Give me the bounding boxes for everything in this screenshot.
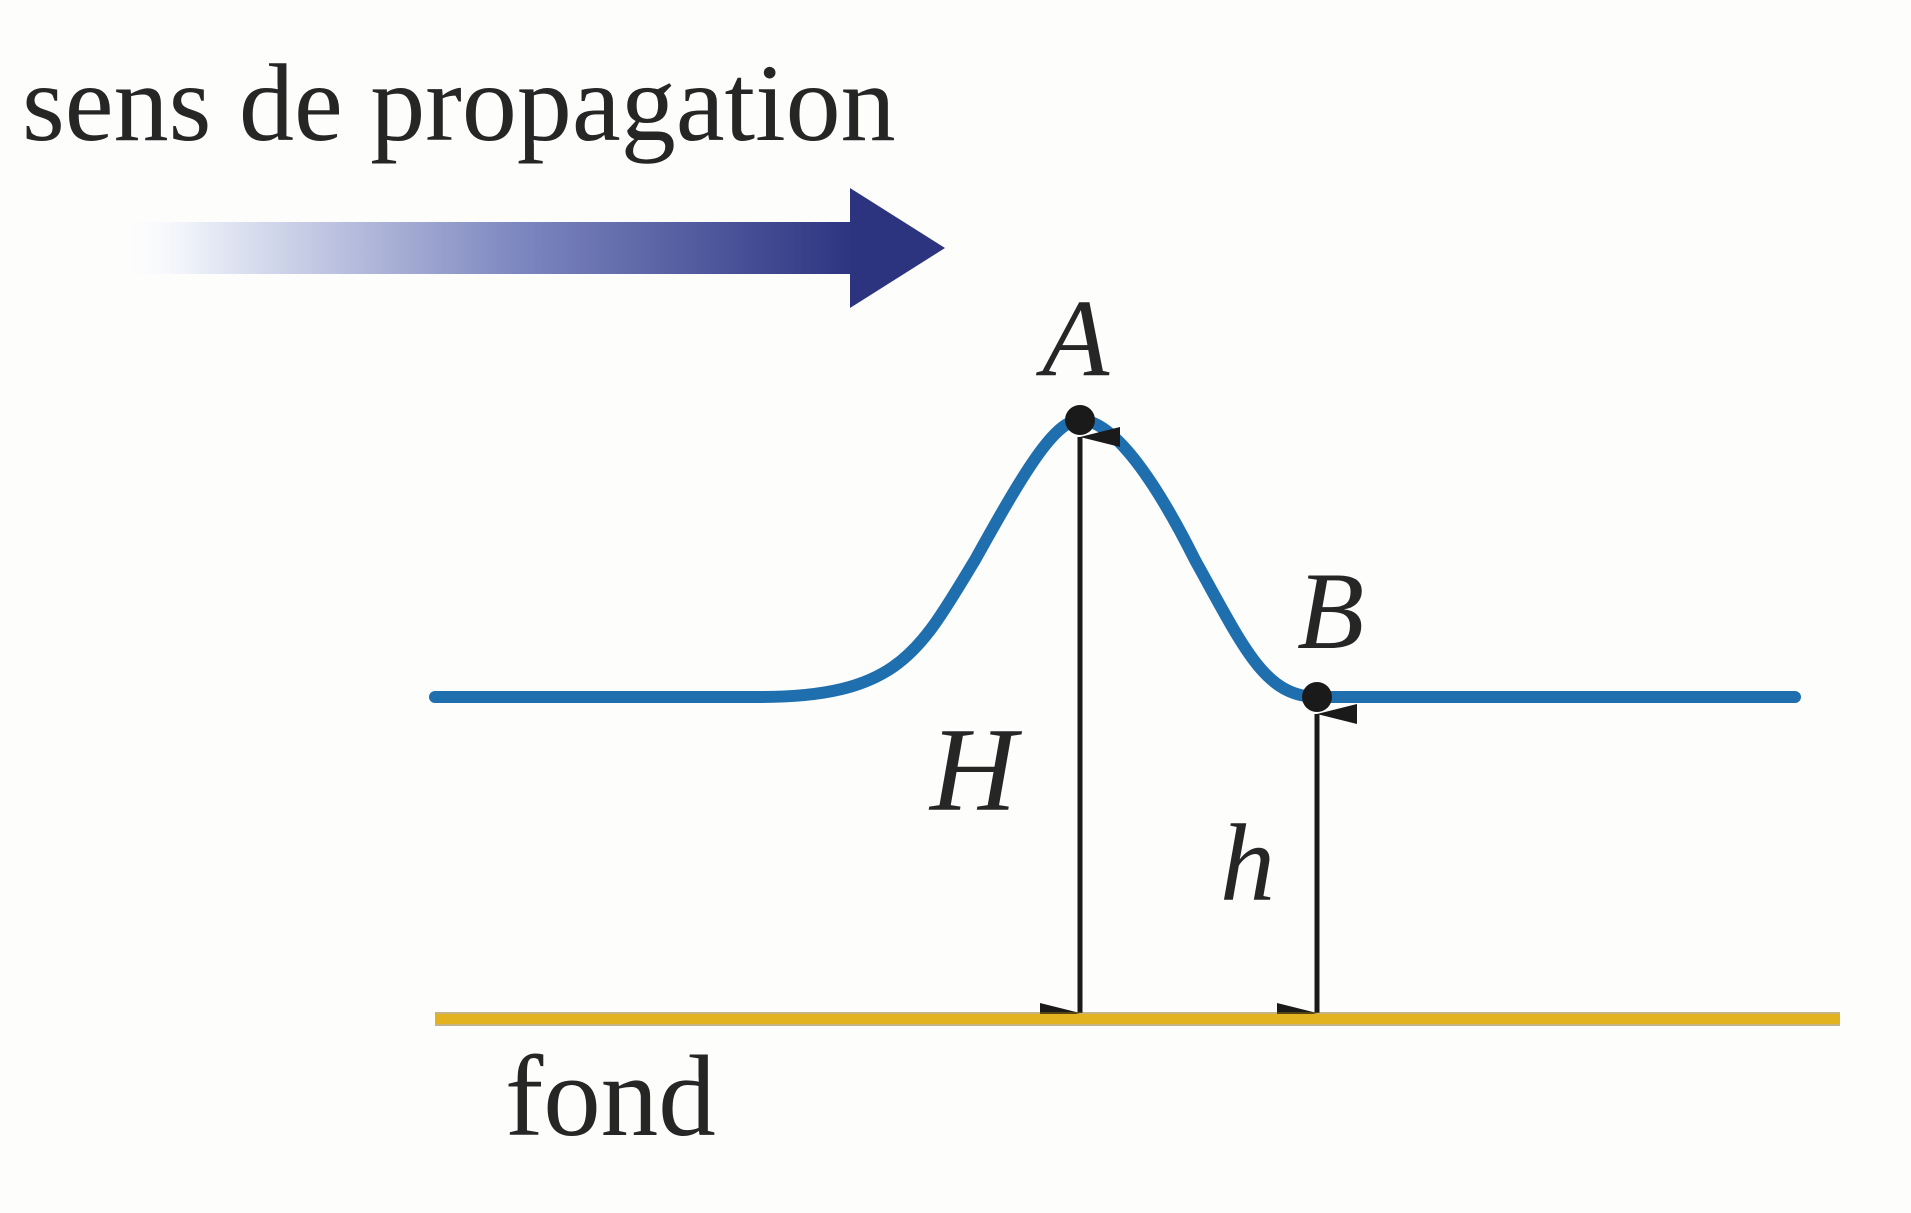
point-a-marker [1065, 405, 1095, 435]
bottom-line [435, 1012, 1840, 1026]
wave-surface [429, 414, 1801, 703]
height-h-label: h [1220, 802, 1275, 924]
bottom-label: fond [505, 1033, 716, 1160]
point-b-label: B [1297, 550, 1364, 672]
direction-label: sens de propagation [22, 42, 896, 164]
point-b-marker [1302, 682, 1332, 712]
point-a-label: A [1035, 277, 1110, 399]
height-H-label: H [928, 703, 1023, 836]
propagation-arrow-icon [115, 188, 945, 308]
